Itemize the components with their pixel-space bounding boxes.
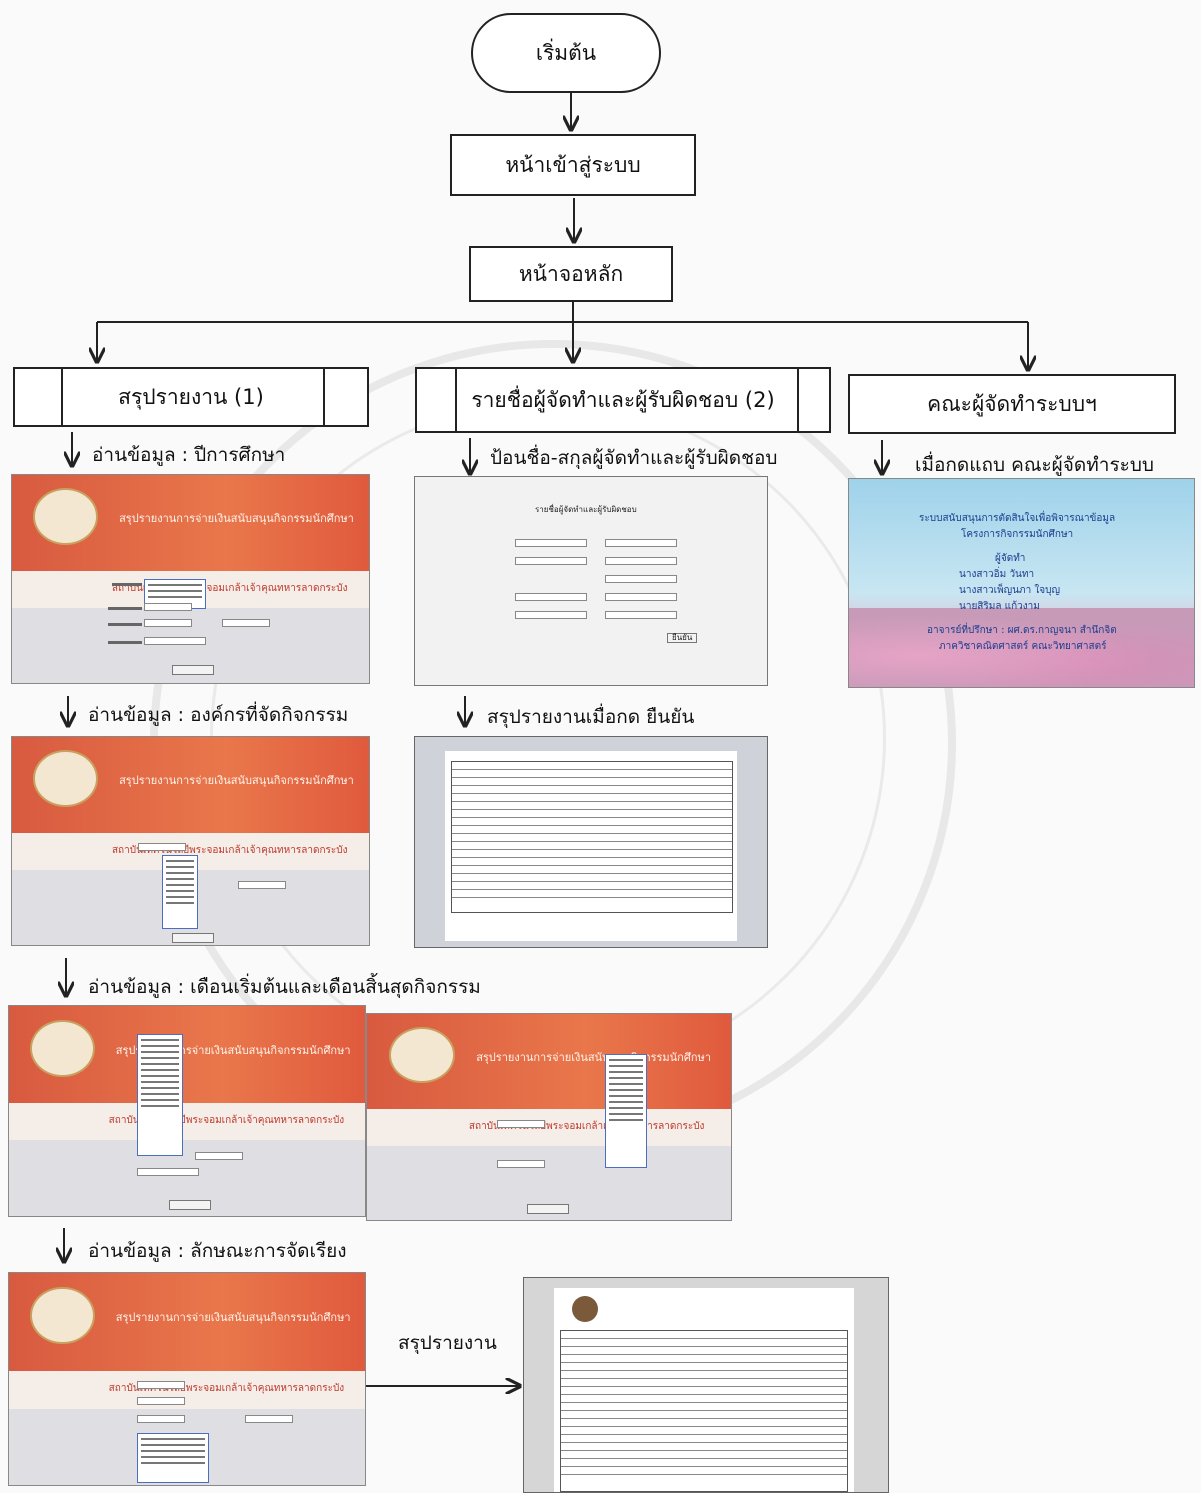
team-line-6: นายสิริมล แก้วงาม — [959, 601, 1040, 612]
header-title: สรุปรายงานการจ่ายเงินสนับสนุนกิจกรรมนักศ… — [476, 1051, 711, 1065]
login-box: หน้าเข้าสู่ระบบ — [450, 134, 696, 196]
caption-read-org: อ่านข้อมูล : องค์กรที่จัดกิจกรรม — [88, 704, 349, 726]
caption-input-names: ป้อนชื่อ-สกุลผู้จัดทำและผู้รับผิดชอบ — [490, 447, 778, 469]
header-title: สรุปรายงานการจ่ายเงินสนับสนุนกิจกรรมนักศ… — [119, 512, 354, 526]
team-line-2: โครงการกิจกรรมนักศึกษา — [961, 529, 1074, 540]
screenshot-summary-report — [523, 1277, 889, 1493]
screenshot-month-start: สรุปรายงานการจ่ายเงินสนับสนุนกิจกรรมนักศ… — [8, 1005, 366, 1217]
team-line-8: ภาควิชาคณิตศาสตร์ คณะวิทยาศาสตร์ — [939, 641, 1107, 652]
login-label: หน้าเข้าสู่ระบบ — [505, 152, 641, 177]
report-label: สรุปรายงาน (1) — [118, 384, 264, 409]
start-terminal: เริ่มต้น — [471, 13, 661, 93]
screenshot-team: ระบบสนับสนุนการตัดสินใจเพื่อพิจารณาข้อมู… — [848, 478, 1195, 688]
institute-name: สถาบันเทคโนโลยีพระจอมเกล้าเจ้าคุณทหารลาด… — [111, 845, 348, 857]
caption-team-tab: เมื่อกดแถบ คณะผู้จัดทำระบบ — [915, 454, 1154, 476]
screenshot-month-end: สรุปรายงานการจ่ายเงินสนับสนุนกิจกรรมนักศ… — [366, 1013, 732, 1221]
form-title: รายชื่อผู้จัดทำและผู้รับผิดชอบ — [535, 505, 637, 514]
caption-read-type: อ่านข้อมูล : ลักษณะการจัดเรียง — [88, 1240, 347, 1262]
screenshot-sort-type: สรุปรายงานการจ่ายเงินสนับสนุนกิจกรรมนักศ… — [8, 1272, 366, 1486]
report-process-box: สรุปรายงาน (1) — [13, 367, 369, 427]
institute-name: สถาบันเทคโนโลยีพระจอมเกล้าเจ้าคุณทหารลาด… — [468, 1121, 705, 1133]
team-box: คณะผู้จัดทำระบบฯ — [848, 374, 1176, 434]
team-line-1: ระบบสนับสนุนการตัดสินใจเพื่อพิจารณาข้อมู… — [919, 513, 1116, 524]
caption-summary: สรุปรายงาน — [398, 1332, 497, 1354]
screenshot-responsible-form: รายชื่อผู้จัดทำและผู้รับผิดชอบ ยืนยัน — [414, 476, 768, 686]
screenshot-year: สรุปรายงานการจ่ายเงินสนับสนุนกิจกรรมนักศ… — [11, 474, 370, 684]
form-confirm-button: ยืนยัน — [672, 633, 693, 642]
responsible-label: รายชื่อผู้จัดทำและผู้รับผิดชอบ (2) — [471, 387, 775, 412]
responsible-process-box: รายชื่อผู้จัดทำและผู้รับผิดชอบ (2) — [415, 367, 831, 433]
screenshot-report-table — [414, 736, 768, 948]
institute-name: สถาบันเทคโนโลยีพระจอมเกล้าเจ้าคุณทหารลาด… — [108, 1115, 345, 1127]
team-label: คณะผู้จัดทำระบบฯ — [927, 391, 1097, 416]
header-title: สรุปรายงานการจ่ายเงินสนับสนุนกิจกรรมนักศ… — [119, 774, 354, 788]
header-title: สรุปรายงานการจ่ายเงินสนับสนุนกิจกรรมนักศ… — [115, 1311, 351, 1325]
caption-read-year: อ่านข้อมูล : ปีการศึกษา — [92, 444, 286, 466]
team-line-5: นางสาวเพ็ญนภา ใจบุญ — [959, 585, 1061, 596]
team-line-7: อาจารย์ที่ปรึกษา : ผศ.ดร.กาญจนา สำนึกจิต — [927, 625, 1117, 636]
institute-name: สถาบันเทคโนโลยีพระจอมเกล้าเจ้าคุณทหารลาด… — [111, 583, 348, 595]
main-screen-box: หน้าจอหลัก — [469, 246, 673, 302]
screenshot-org: สรุปรายงานการจ่ายเงินสนับสนุนกิจกรรมนักศ… — [11, 736, 370, 946]
caption-confirm-report: สรุปรายงานเมื่อกด ยืนยัน — [487, 706, 695, 728]
main-screen-label: หน้าจอหลัก — [518, 261, 624, 286]
team-line-4: นางสาวอิ่ม วันทา — [959, 569, 1035, 580]
team-line-3: ผู้จัดทำ — [995, 553, 1026, 564]
caption-read-month: อ่านข้อมูล : เดือนเริ่มต้นและเดือนสิ้นสุ… — [88, 976, 481, 998]
institute-name: สถาบันเทคโนโลยีพระจอมเกล้าเจ้าคุณทหารลาด… — [108, 1383, 345, 1395]
start-label: เริ่มต้น — [535, 40, 597, 65]
